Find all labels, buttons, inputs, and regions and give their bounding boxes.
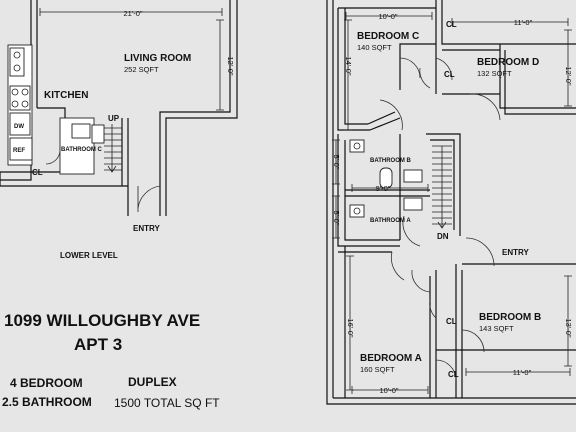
- living-room-width: 21'-0": [123, 9, 142, 18]
- toilet-a: [403, 197, 423, 211]
- bedroom-d-length: 12'-0": [564, 66, 573, 85]
- upper-level-plan: [326, 0, 576, 405]
- bedroom-b-label: BEDROOM B: [479, 312, 541, 323]
- closet-b-label: CL: [446, 317, 457, 326]
- bedroom-a-sqft: 160 SQFT: [360, 365, 395, 374]
- bathroom-count: 2.5 BATHROOM: [2, 395, 92, 409]
- refrigerator: [9, 137, 33, 161]
- bedroom-c-label: BEDROOM C: [357, 31, 419, 42]
- closet-a-label: CL: [448, 370, 459, 379]
- sink-a: [349, 204, 365, 218]
- bedroom-a-label: BEDROOM A: [360, 353, 422, 364]
- down-label: DN: [437, 232, 449, 241]
- bedroom-d-label: BEDROOM D: [477, 57, 539, 68]
- bedroom-a-width: 10'-0": [379, 386, 398, 395]
- kitchen-label: KITCHEN: [44, 90, 88, 101]
- closet-c-label: CL: [446, 20, 457, 29]
- total-area: 1500 TOTAL SQ FT: [114, 396, 220, 410]
- living-room-label: LIVING ROOM: [124, 53, 191, 64]
- bedroom-a-length: 16'-0": [346, 318, 355, 337]
- bedroom-c-sqft: 140 SQFT: [357, 43, 392, 52]
- bathroom-a-label: BATHROOM A: [370, 218, 411, 224]
- bedroom-count: 4 BEDROOM: [10, 376, 83, 390]
- bedroom-b-width: 11'-0": [513, 368, 532, 377]
- dishwasher: [9, 112, 31, 136]
- lower-closet-label: CL: [32, 168, 43, 177]
- toilet-b: [403, 169, 423, 183]
- bathroom-a-depth: 5'-0": [332, 211, 341, 226]
- living-room-length: 12'-0": [226, 56, 235, 75]
- lower-stairs: [104, 124, 122, 173]
- sink: [9, 47, 25, 77]
- bedroom-c-length: 14'-0": [344, 56, 353, 75]
- sink-c: [91, 124, 105, 144]
- bedroom-c-width: 10'-0": [378, 12, 397, 21]
- bedroom-b-length: 13'-0": [564, 318, 573, 337]
- closet-d-label: CL: [444, 70, 455, 79]
- stove: [9, 85, 31, 111]
- address-title: 1099 WILLOUGHBY AVE: [4, 311, 200, 330]
- bedroom-d-width: 11'-0": [514, 18, 533, 27]
- lower-entry-label: ENTRY: [133, 224, 160, 233]
- bedroom-d-sqft: 132 SQFT: [477, 69, 512, 78]
- bedroom-b-sqft: 143 SQFT: [479, 324, 514, 333]
- bath-width: 9'-0": [376, 184, 391, 193]
- bathroom-b-depth: 5'-0": [332, 155, 341, 170]
- bathroom-b-label: BATHROOM B: [370, 158, 412, 164]
- ref-label: REF: [13, 148, 25, 154]
- living-room-sqft: 252 SQFT: [124, 65, 159, 74]
- upper-stairs: [432, 145, 452, 229]
- upper-entry-label: ENTRY: [502, 248, 529, 257]
- toilet-c: [71, 123, 91, 139]
- lower-level-plan: [0, 0, 238, 216]
- bathroom-c-label: BATHROOM C: [61, 147, 103, 153]
- lower-level-label: LOWER LEVEL: [60, 251, 118, 260]
- unit-type: DUPLEX: [128, 375, 177, 389]
- dw-label: DW: [14, 124, 24, 130]
- sink-b: [349, 139, 365, 153]
- up-label: UP: [108, 114, 120, 123]
- unit-title: APT 3: [74, 335, 122, 354]
